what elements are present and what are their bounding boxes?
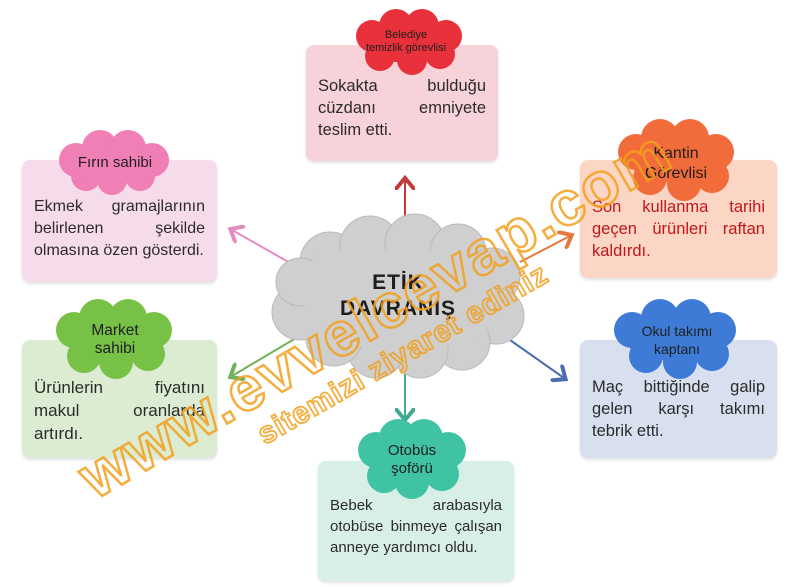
- okul-badge: [614, 299, 736, 379]
- otobus-label: Otobüs şoförü: [387, 442, 437, 477]
- otobus-badge: [358, 419, 466, 499]
- kantin-badge: [618, 119, 734, 201]
- okul-label: Okul takımı kaptanı: [641, 323, 713, 357]
- belediye-label: Belediye temizlik görevlisi: [365, 29, 447, 54]
- arrow-to-market: [232, 337, 297, 376]
- belediye-text: Sokakta bulduğu cüzdanı emniyete teslim …: [318, 77, 486, 139]
- center-title: ETİK DAVRANIŞ: [339, 271, 457, 320]
- card-belediye: Sokakta bulduğu cüzdanı emniyete teslim …: [306, 45, 498, 161]
- market-badge: [56, 299, 172, 379]
- firin-text: Ekmek gramajlarının belirlenen şekilde o…: [34, 198, 205, 259]
- market-text: Ürünlerin fiyatını makul oranlarda artır…: [34, 378, 205, 443]
- center-cloud: [271, 213, 525, 379]
- firin-label: Fırın sahibi: [77, 154, 153, 171]
- belediye-badge: [356, 9, 462, 75]
- market-label: Market sahibi: [91, 322, 139, 357]
- otobus-text: Bebek arabasıyla otobüse binmeye çalışan…: [330, 497, 502, 556]
- okul-text: Maç bittiğinde galip gelen karşı takımı …: [592, 378, 765, 440]
- kantin-text: Son kullanma tarihi geçen ürünleri rafta…: [592, 198, 765, 260]
- firin-badge: [59, 130, 169, 195]
- kantin-label: Kantin Görevlisi: [644, 145, 708, 182]
- arrow-to-kantin: [519, 236, 570, 263]
- arrow-to-firin: [232, 230, 293, 265]
- arrow-to-okul: [509, 339, 564, 378]
